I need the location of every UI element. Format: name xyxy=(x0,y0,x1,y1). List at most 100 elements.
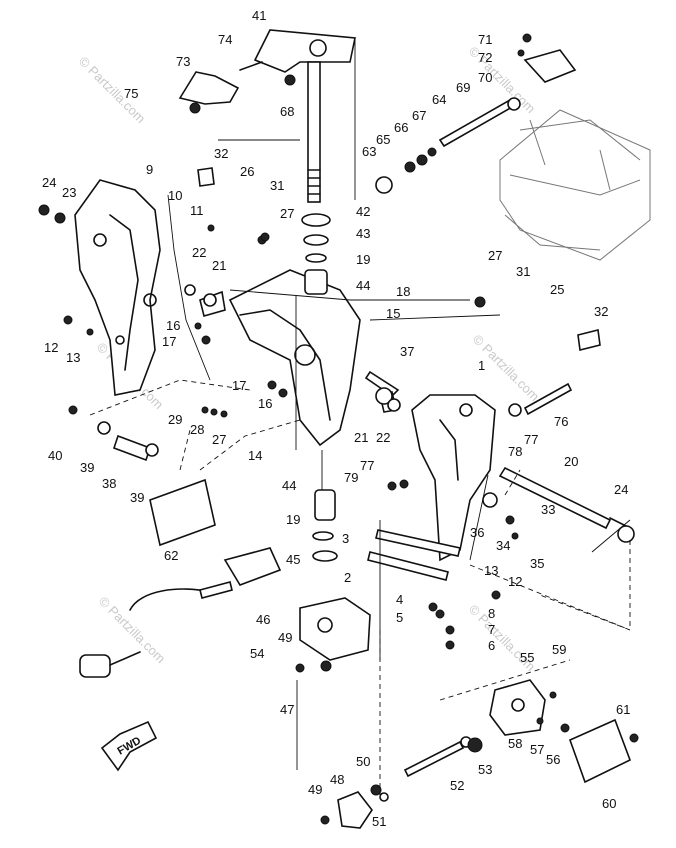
lower-mount-46 xyxy=(299,597,371,661)
callout-3: 3 xyxy=(342,531,349,546)
callout-10: 10 xyxy=(168,188,182,203)
callout-25: 25 xyxy=(550,282,564,297)
callout-57: 57 xyxy=(530,742,544,757)
callout-49: 49 xyxy=(308,782,322,797)
callout-78: 78 xyxy=(508,444,522,459)
small-hardware xyxy=(38,33,639,825)
callout-73: 73 xyxy=(176,54,190,69)
callout-32: 32 xyxy=(594,304,608,319)
mount-48 xyxy=(337,791,373,829)
callout-31: 31 xyxy=(270,178,284,193)
callout-77: 77 xyxy=(524,432,538,447)
callout-70: 70 xyxy=(478,70,492,85)
forward-arrow: FWD xyxy=(100,720,158,772)
callout-46: 46 xyxy=(256,612,270,627)
callout-77: 77 xyxy=(360,458,374,473)
callout-8: 8 xyxy=(488,606,495,621)
callout-19: 19 xyxy=(286,512,300,527)
callout-21: 21 xyxy=(354,430,368,445)
callout-27: 27 xyxy=(280,206,294,221)
callout-27: 27 xyxy=(488,248,502,263)
callout-49: 49 xyxy=(278,630,292,645)
callout-13: 13 xyxy=(66,350,80,365)
callout-22: 22 xyxy=(376,430,390,445)
callout-39: 39 xyxy=(130,490,144,505)
callout-44: 44 xyxy=(356,278,370,293)
lower-mount-stack xyxy=(312,489,338,562)
clamp-bracket-9 xyxy=(74,179,161,396)
steering-arm-41 xyxy=(239,29,356,203)
callout-labels: 1 2 3 4 5 6 7 8 9 10 11 12 12 13 13 14 1… xyxy=(42,8,630,829)
swivel-bracket xyxy=(228,269,361,447)
bolt-52 xyxy=(403,736,472,778)
callout-50: 50 xyxy=(356,754,370,769)
callout-75: 75 xyxy=(124,86,138,101)
callout-17: 17 xyxy=(162,334,176,349)
callout-45: 45 xyxy=(286,552,300,567)
callout-16: 16 xyxy=(258,396,272,411)
callout-59: 59 xyxy=(552,642,566,657)
tilt-shaft-20 xyxy=(498,466,635,543)
callout-29: 29 xyxy=(168,412,182,427)
callout-1: 1 xyxy=(478,358,485,373)
callout-19: 19 xyxy=(356,252,370,267)
callout-18: 18 xyxy=(396,284,410,299)
callout-54: 54 xyxy=(250,646,264,661)
callout-72: 72 xyxy=(478,50,492,65)
callout-20: 20 xyxy=(564,454,578,469)
callout-32: 32 xyxy=(214,146,228,161)
callout-56: 56 xyxy=(546,752,560,767)
callout-40: 40 xyxy=(48,448,62,463)
upper-mount-stack xyxy=(301,213,331,295)
callout-23: 23 xyxy=(62,185,76,200)
callout-74: 74 xyxy=(218,32,232,47)
callout-35: 35 xyxy=(530,556,544,571)
callout-12: 12 xyxy=(44,340,58,355)
engine-outline xyxy=(499,109,651,261)
callout-68: 68 xyxy=(280,104,294,119)
callout-26: 26 xyxy=(240,164,254,179)
callout-48: 48 xyxy=(330,772,344,787)
callout-24: 24 xyxy=(614,482,628,497)
callout-6: 6 xyxy=(488,638,495,653)
callout-17: 17 xyxy=(232,378,246,393)
callout-7: 7 xyxy=(488,622,495,637)
callout-37: 37 xyxy=(400,344,414,359)
callout-76: 76 xyxy=(554,414,568,429)
callout-62: 62 xyxy=(164,548,178,563)
callout-51: 51 xyxy=(372,814,386,829)
plate-60 xyxy=(568,718,632,784)
callout-38: 38 xyxy=(102,476,116,491)
callout-9: 9 xyxy=(146,162,153,177)
callout-63: 63 xyxy=(362,144,376,159)
callout-53: 53 xyxy=(478,762,492,777)
callout-21: 21 xyxy=(212,258,226,273)
callout-69: 69 xyxy=(456,80,470,95)
callout-36: 36 xyxy=(470,525,484,540)
callout-39: 39 xyxy=(80,460,94,475)
bolt-76 xyxy=(523,382,573,416)
callout-33: 33 xyxy=(541,502,555,517)
callout-5: 5 xyxy=(396,610,403,625)
callout-79: 79 xyxy=(344,470,358,485)
plate-62 xyxy=(149,478,216,547)
callout-27: 27 xyxy=(212,432,226,447)
callout-66: 66 xyxy=(394,120,408,135)
callout-12: 12 xyxy=(508,574,522,589)
callout-34: 34 xyxy=(496,538,510,553)
callout-67: 67 xyxy=(412,108,426,123)
callout-43: 43 xyxy=(356,226,370,241)
callout-42: 42 xyxy=(356,204,370,219)
callout-44: 44 xyxy=(282,478,296,493)
tilt-lock-55 xyxy=(489,679,546,736)
cable-assembly xyxy=(79,547,282,678)
callout-52: 52 xyxy=(450,778,464,793)
callout-47: 47 xyxy=(280,702,294,717)
callout-4: 4 xyxy=(396,592,403,607)
callout-61: 61 xyxy=(616,702,630,717)
callout-16: 16 xyxy=(166,318,180,333)
callout-2: 2 xyxy=(344,570,351,585)
callout-64: 64 xyxy=(432,92,446,107)
callout-13: 13 xyxy=(484,563,498,578)
